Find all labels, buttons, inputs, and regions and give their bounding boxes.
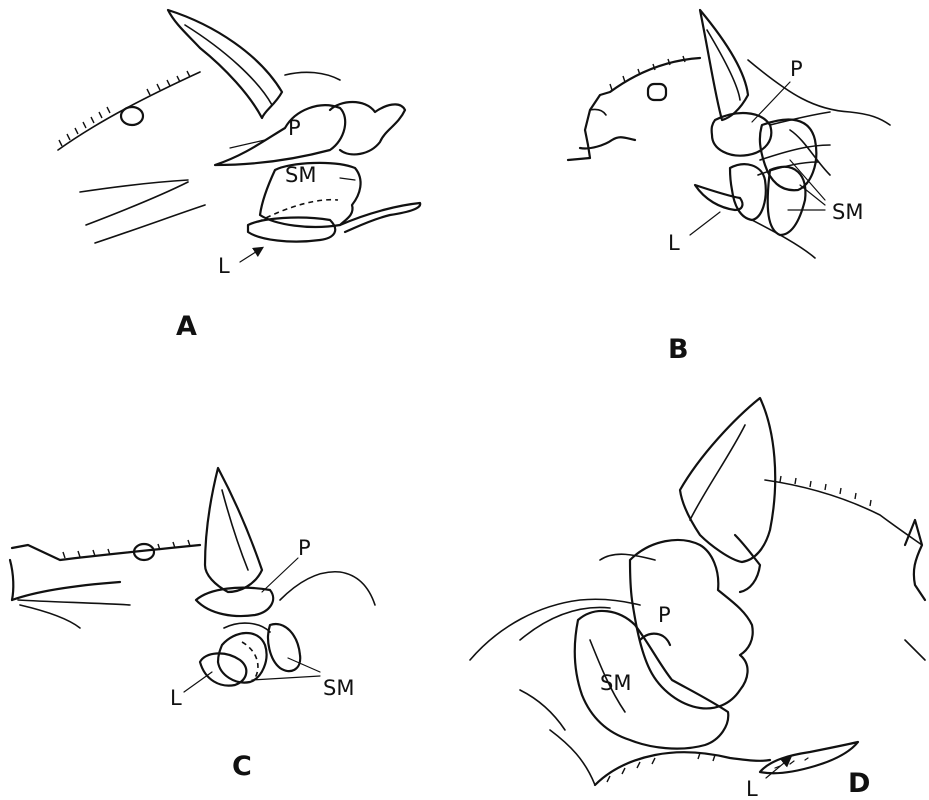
panel-d-label-l: L <box>746 777 758 800</box>
panel-a-label-sm: SM <box>285 163 316 187</box>
panel-c-letter: C <box>232 751 252 782</box>
panel-a-drawing <box>58 10 420 262</box>
panel-a-letter: A <box>176 311 197 342</box>
panel-c-label-sm: SM <box>323 676 354 700</box>
panel-b: P SM L B <box>568 10 890 365</box>
panel-c-drawing <box>10 468 375 692</box>
panel-a-eye <box>121 107 143 125</box>
panel-b-label-p: P <box>790 57 803 81</box>
panel-b-letter: B <box>668 334 689 365</box>
panel-c-label-p: P <box>298 536 311 560</box>
panel-d: P SM L D <box>470 398 925 800</box>
panel-d-label-p: P <box>658 603 671 627</box>
panel-b-label-sm: SM <box>832 200 863 224</box>
panel-a: P SM L A <box>58 10 420 342</box>
panel-b-label-l: L <box>668 231 680 255</box>
panel-d-drawing <box>470 398 925 785</box>
panel-d-label-sm: SM <box>600 671 631 695</box>
panel-a-label-l: L <box>218 254 230 278</box>
panel-d-letter: D <box>848 768 870 799</box>
panel-b-eye <box>648 84 666 100</box>
panel-c: P SM L C <box>10 468 375 782</box>
panel-c-label-l: L <box>170 686 182 710</box>
panel-a-label-p: P <box>288 116 301 140</box>
